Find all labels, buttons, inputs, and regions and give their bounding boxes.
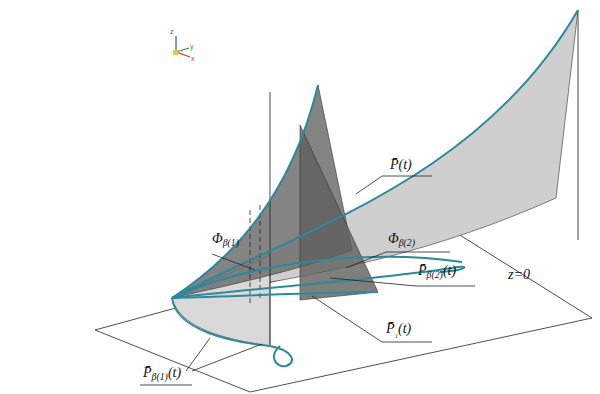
curve-label: z=0 <box>508 268 530 282</box>
axis-icon <box>173 36 190 57</box>
light-surface <box>172 10 578 298</box>
curve-label: Φβ(2) <box>388 232 415 248</box>
leader-line <box>140 385 192 386</box>
axis-letter: z <box>170 28 174 35</box>
curve <box>172 298 270 346</box>
leader-line <box>312 296 432 342</box>
curve-label: Φβ(1) <box>212 232 239 248</box>
leader-line <box>330 278 475 286</box>
curve <box>172 292 378 298</box>
leader-line <box>356 176 432 194</box>
curve-label: P̄₁(t) <box>386 322 411 338</box>
curve <box>172 10 578 298</box>
axis-letter: x <box>191 55 195 62</box>
vertical-line <box>578 10 579 240</box>
axis-letter: y <box>190 43 194 50</box>
curve <box>172 85 318 298</box>
curve-label: P̄β(2)(t) <box>418 264 456 280</box>
leader-line <box>186 338 210 371</box>
curve-label: P̄β(1)(t) <box>143 366 181 382</box>
curve-label: P̄(t) <box>390 158 412 172</box>
leader-line <box>192 344 262 371</box>
vertical-line <box>270 92 271 346</box>
dark-triangle <box>300 125 378 300</box>
curve <box>270 346 292 366</box>
leader-line <box>346 252 450 268</box>
curve <box>172 257 462 298</box>
leader-line <box>212 254 255 270</box>
hidden-line <box>260 205 261 300</box>
